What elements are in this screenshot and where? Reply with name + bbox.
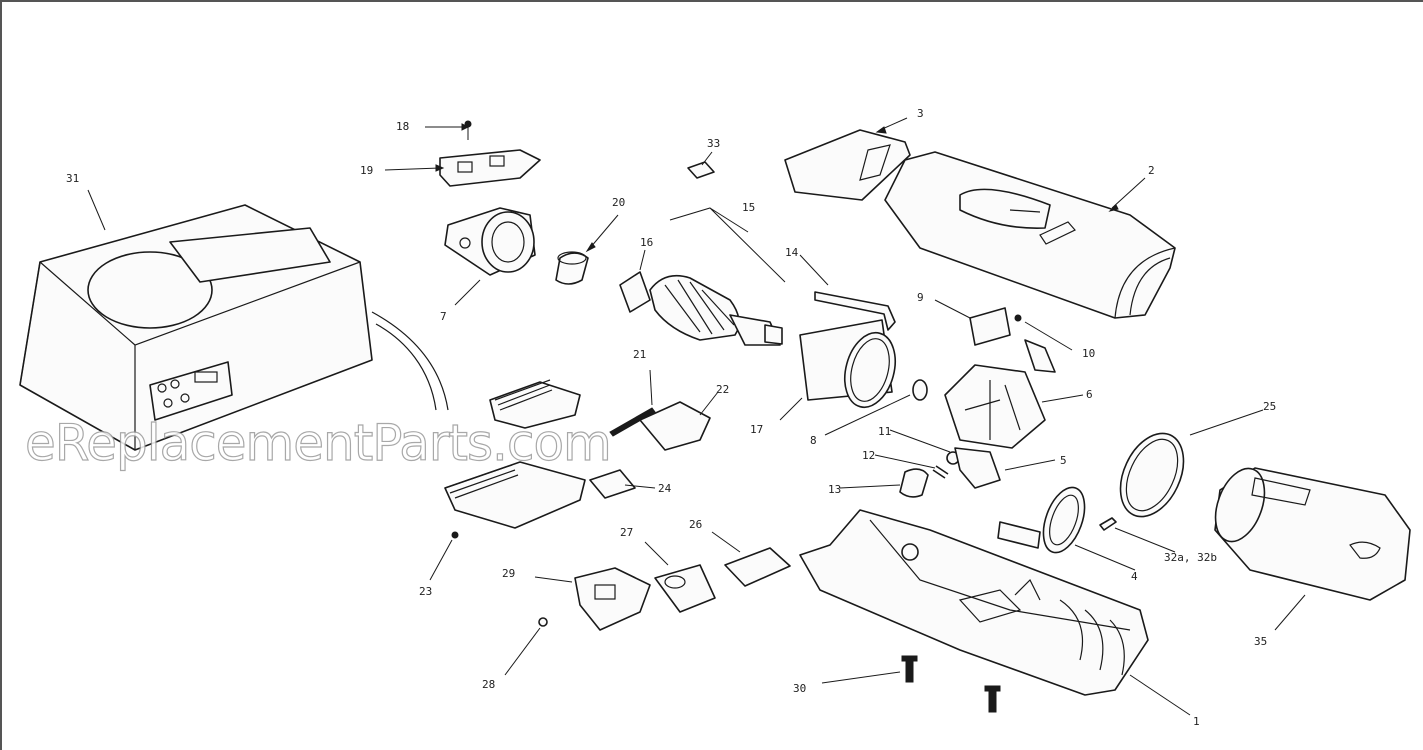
label-3: 3 — [917, 107, 924, 120]
main-housing-part — [884, 151, 1176, 319]
small-insert-part — [1099, 517, 1117, 531]
blade-assembly-part — [444, 379, 711, 539]
label-21: 21 — [633, 348, 646, 361]
label-27: 27 — [620, 526, 633, 539]
screws-part — [901, 655, 1001, 713]
label-31: 31 — [66, 172, 79, 185]
label-7: 7 — [440, 310, 447, 323]
label-29: 29 — [502, 567, 515, 580]
label-10: 10 — [1082, 347, 1095, 360]
motor-can-part — [799, 319, 896, 409]
label-14: 14 — [785, 246, 799, 259]
label-15: 15 — [742, 201, 755, 214]
label-8: 8 — [810, 434, 817, 447]
label-23: 23 — [419, 585, 432, 598]
label-4: 4 — [1131, 570, 1138, 583]
armature-part — [619, 271, 783, 346]
end-cap-part — [1214, 467, 1411, 601]
label-9: 9 — [917, 291, 924, 304]
bearing-ring-part — [555, 251, 589, 285]
label-6: 6 — [1086, 388, 1093, 401]
leader-lines — [87, 117, 1306, 716]
o-ring-part — [1119, 432, 1185, 518]
label-12: 12 — [862, 449, 875, 462]
label-16: 16 — [640, 236, 653, 249]
label-5: 5 — [1060, 454, 1067, 467]
label-26: 26 — [689, 518, 702, 531]
small-contacts-parts — [899, 447, 1001, 498]
collar-part — [997, 486, 1086, 554]
motor-bracket-part — [439, 120, 541, 276]
label-32: 32a, 32b — [1164, 551, 1217, 564]
washer-part — [912, 379, 928, 401]
label-17: 17 — [750, 423, 763, 436]
lower-housing-part — [799, 509, 1149, 696]
watermark-text: eReplacementParts.com — [25, 414, 611, 472]
blade-plates-part — [538, 547, 791, 631]
label-24: 24 — [658, 482, 672, 495]
label-25: 25 — [1263, 400, 1276, 413]
label-35: 35 — [1254, 635, 1267, 648]
small-pad-part — [687, 161, 715, 179]
label-33: 33 — [707, 137, 720, 150]
label-30: 30 — [793, 682, 806, 695]
charging-base-part — [19, 204, 449, 451]
part-number-labels: 31 18 19 7 20 16 15 33 3 2 14 9 10 6 21 … — [66, 107, 1276, 728]
label-28: 28 — [482, 678, 495, 691]
switch-assembly-part — [944, 307, 1056, 449]
label-18: 18 — [396, 120, 409, 133]
top-cover-part — [784, 129, 911, 201]
label-19: 19 — [360, 164, 373, 177]
label-1: 1 — [1193, 715, 1200, 728]
label-11: 11 — [878, 425, 891, 438]
spring-clip-part — [814, 291, 896, 331]
label-22: 22 — [716, 383, 729, 396]
label-13: 13 — [828, 483, 841, 496]
label-20: 20 — [612, 196, 625, 209]
label-2: 2 — [1148, 164, 1155, 177]
